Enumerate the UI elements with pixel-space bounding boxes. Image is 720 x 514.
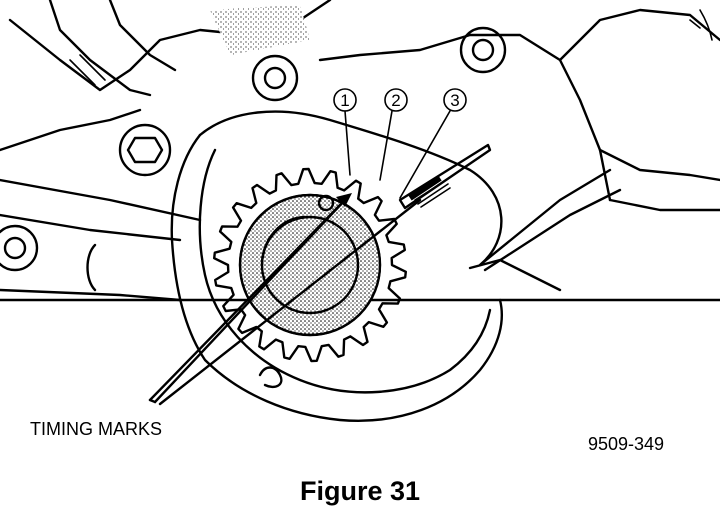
oil-pump-housing xyxy=(170,110,503,422)
bolt-top-right xyxy=(459,26,507,74)
figure-caption: Figure 31 xyxy=(300,476,420,506)
callout-2: 2 xyxy=(379,88,408,181)
svg-text:2: 2 xyxy=(391,91,400,110)
timing-marks-leaders xyxy=(148,198,422,406)
svg-text:3: 3 xyxy=(450,91,459,110)
figure-code: 9509-349 xyxy=(588,434,664,454)
callout-3: 3 xyxy=(399,88,467,199)
bolt-upper-left xyxy=(118,123,172,177)
svg-text:1: 1 xyxy=(340,91,349,110)
bolt-left-edge xyxy=(0,224,97,292)
callout-1: 1 xyxy=(333,88,357,176)
timing-marks-label: TIMING MARKS xyxy=(30,419,162,439)
bolt-top-center xyxy=(251,54,299,102)
timing-mark-dot xyxy=(317,194,335,212)
timing-pointer-tool xyxy=(398,143,492,210)
crankshaft-sprocket xyxy=(213,167,407,363)
